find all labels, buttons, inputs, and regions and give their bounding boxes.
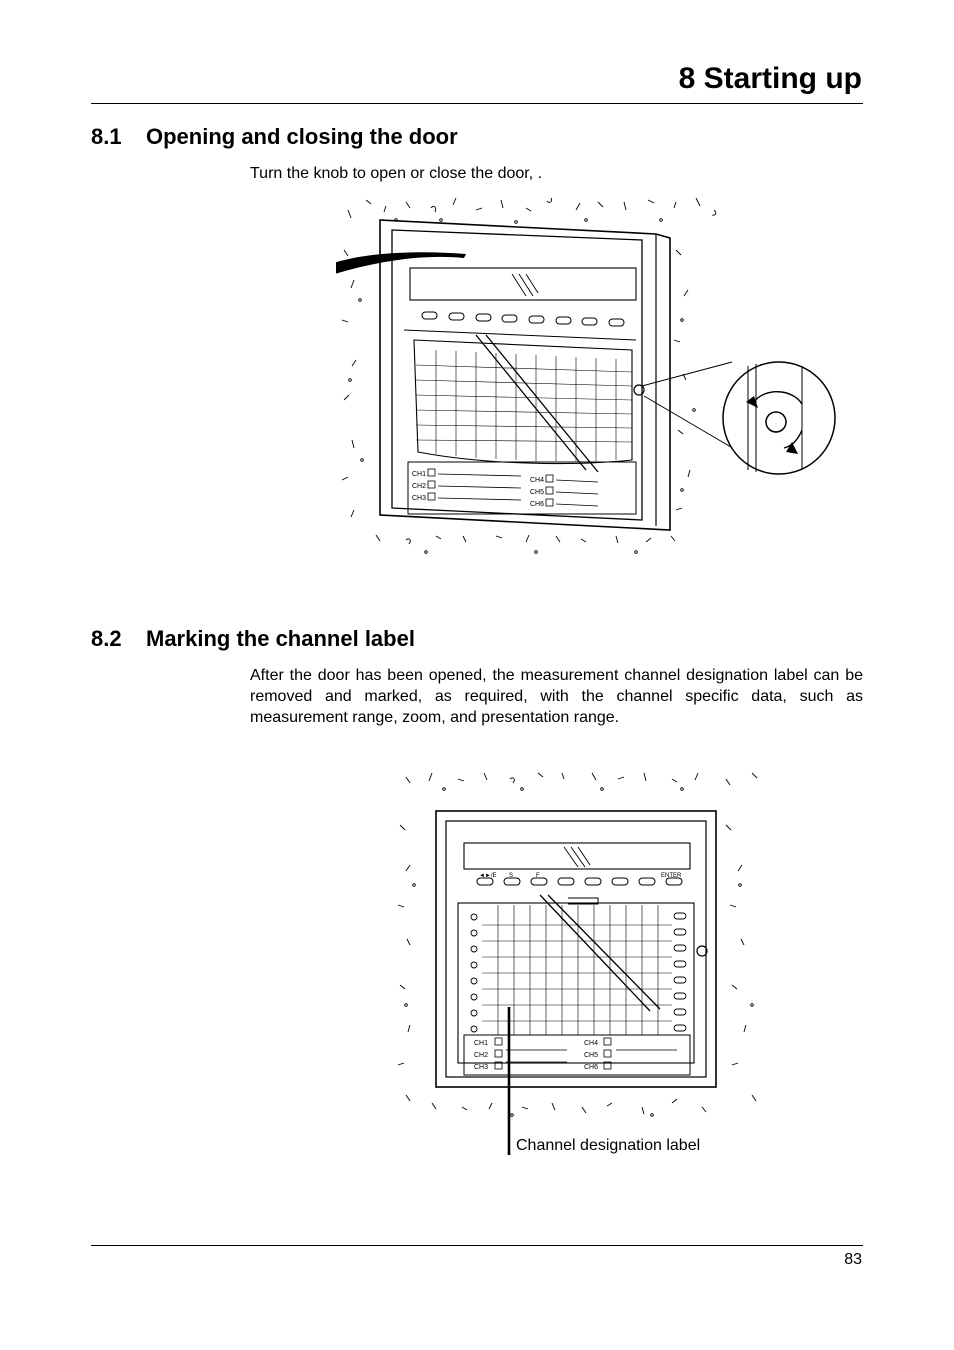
ch5-label: CH5 [530,489,544,496]
section-heading-8-1: 8.1 Opening and closing the door [91,124,458,150]
channel-designation-label [463,1034,691,1076]
channel-label-area [407,461,637,515]
knob-closeup [765,411,787,433]
section-1-text: Turn the knob to open or close the door,… [250,165,543,182]
section-heading-8-2: 8.2 Marking the channel label [91,626,415,652]
chart-paper [413,339,633,465]
section-title: Marking the channel label [146,626,415,651]
wall-texture [397,772,758,1117]
ch5-label: CH5 [584,1052,598,1059]
chart-area [457,902,695,1064]
chart-grid [415,350,633,461]
recorder-housing [379,219,671,531]
key-row [476,877,683,886]
pen-arm [539,894,661,1012]
key-label-f: F [536,873,540,879]
key-label-s: S [509,873,513,879]
rotate-arrow-icon [746,396,758,408]
key-label-menu: ◄►/E [479,873,497,879]
section-number: 8.2 [91,626,122,651]
ch4-label: CH4 [530,477,544,484]
channel-designation-callout: Channel designation label [516,1137,701,1154]
recorder-housing [435,810,717,1088]
ch4-label: CH4 [584,1040,598,1047]
page-number: 83 [844,1251,862,1268]
ch3-label: CH3 [474,1064,488,1071]
channel-label-figure: ◄►/E S F ENTER CH1 CH2 CH3 CH4 CH5 CH6 [397,772,758,1155]
pen-arm [475,334,599,473]
sprocket-holes-left [470,913,478,1033]
display-window [463,842,691,870]
door-swing-arrow-icon [336,252,466,274]
recorder-frame [445,820,707,1078]
ch2-label: CH2 [474,1052,488,1059]
section-2-text: After the door has been opened, the meas… [250,667,863,726]
door-knob [696,945,708,957]
key-row [421,311,625,327]
display-window [409,267,637,301]
ch1-label: CH1 [412,471,426,478]
header-rule [91,103,863,104]
footer-rule [91,1245,863,1246]
key-label-enter: ENTER [661,873,682,879]
sprocket-holes-right [673,912,687,1032]
ch3-label: CH3 [412,495,426,502]
wall-texture [341,197,717,554]
ch6-label: CH6 [584,1064,598,1071]
recorder-frame [391,229,643,521]
door-opening-figure: CH1 CH2 CH3 CH4 CH5 CH6 [336,197,836,554]
ch2-label: CH2 [412,483,426,490]
ch6-label: CH6 [530,501,544,508]
chart-grid [482,905,672,1035]
door-knob [633,384,645,396]
ch1-label: CH1 [474,1040,488,1047]
chapter-title: 8 Starting up [678,62,862,95]
section-number: 8.1 [91,124,122,149]
section-title: Opening and closing the door [146,124,458,149]
